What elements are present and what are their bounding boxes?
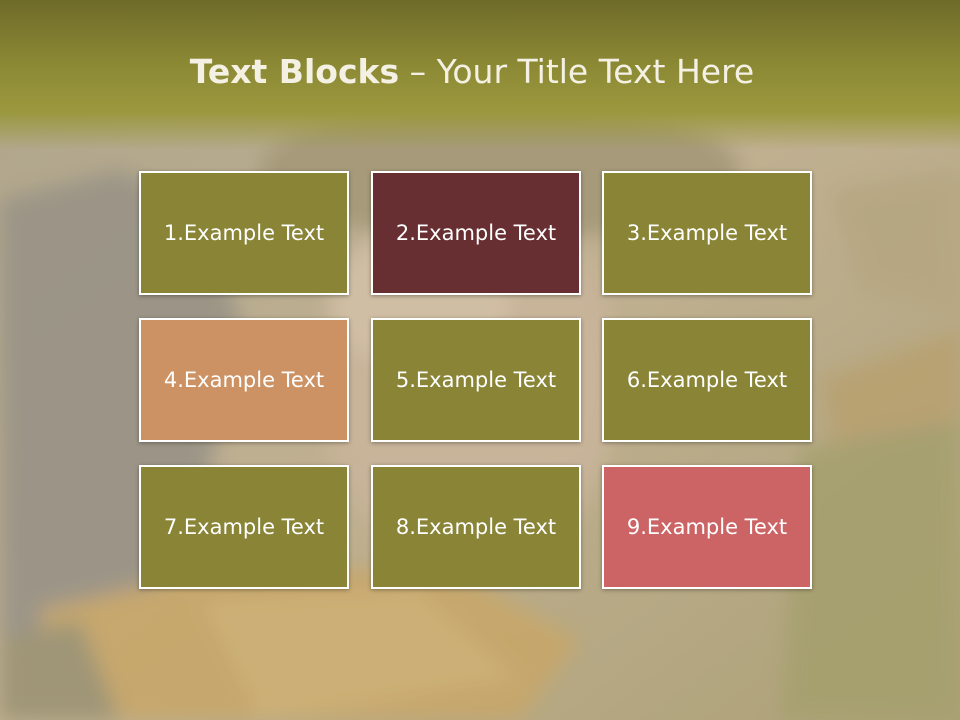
text-block-label: 6.Example Text [626, 368, 788, 392]
text-block-9[interactable]: 9.Example Text [602, 465, 812, 589]
text-block-3[interactable]: 3.Example Text [602, 171, 812, 295]
text-block-label: 8.Example Text [395, 515, 557, 539]
text-block-4[interactable]: 4.Example Text [139, 318, 349, 442]
text-block-label: 5.Example Text [395, 368, 557, 392]
title-band [0, 0, 960, 150]
text-block-6[interactable]: 6.Example Text [602, 318, 812, 442]
text-block-2[interactable]: 2.Example Text [371, 171, 581, 295]
slide-title: Text Blocks – Your Title Text Here [0, 52, 944, 91]
title-rest-text: Your Title Text Here [436, 52, 755, 91]
text-block-8[interactable]: 8.Example Text [371, 465, 581, 589]
title-bold-text: Text Blocks [189, 52, 400, 91]
text-block-label: 3.Example Text [626, 221, 788, 245]
text-block-1[interactable]: 1.Example Text [139, 171, 349, 295]
text-block-label: 2.Example Text [395, 221, 557, 245]
text-block-label: 9.Example Text [626, 515, 788, 539]
text-block-label: 7.Example Text [163, 515, 325, 539]
title-dash: – [399, 52, 437, 91]
text-block-5[interactable]: 5.Example Text [371, 318, 581, 442]
text-block-7[interactable]: 7.Example Text [139, 465, 349, 589]
text-block-label: 1.Example Text [163, 221, 325, 245]
text-block-label: 4.Example Text [163, 368, 325, 392]
